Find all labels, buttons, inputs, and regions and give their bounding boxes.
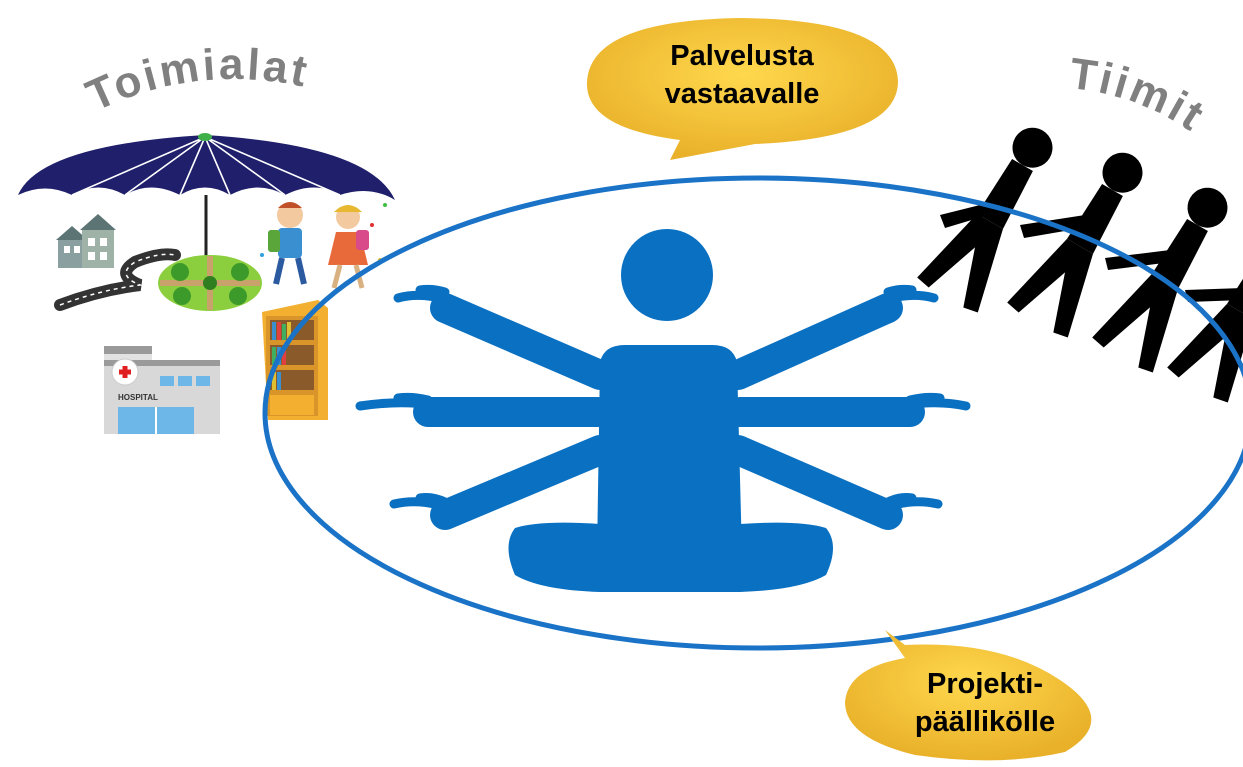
sector-illustration: HOSPITAL xyxy=(18,133,395,434)
school-children-icon xyxy=(260,202,387,289)
bookshelf-icon xyxy=(262,300,328,420)
team-silhouettes xyxy=(915,112,1243,406)
umbrella-icon xyxy=(18,133,395,262)
hospital-icon: HOSPITAL xyxy=(104,346,220,434)
houses-icon xyxy=(56,214,116,268)
multi-armed-figure-icon xyxy=(355,229,971,592)
central-ellipse xyxy=(262,175,1243,651)
bubble-bottom-line2: päällikölle xyxy=(915,706,1055,738)
bubble-top-line1: Palvelusta xyxy=(670,40,814,72)
bubble-top-line2: vastaavalle xyxy=(665,78,820,110)
park-icon xyxy=(158,255,262,311)
bubble-bottom-line1: Projekti- xyxy=(927,668,1043,700)
speech-bubble-top: Palvelusta vastaavalle xyxy=(586,18,898,160)
sector-title: Toimialat xyxy=(79,40,314,121)
team-title: Tiimit xyxy=(1067,49,1215,141)
speech-bubble-bottom: Projekti- päällikölle xyxy=(845,630,1092,761)
hospital-sign: HOSPITAL xyxy=(118,393,158,402)
